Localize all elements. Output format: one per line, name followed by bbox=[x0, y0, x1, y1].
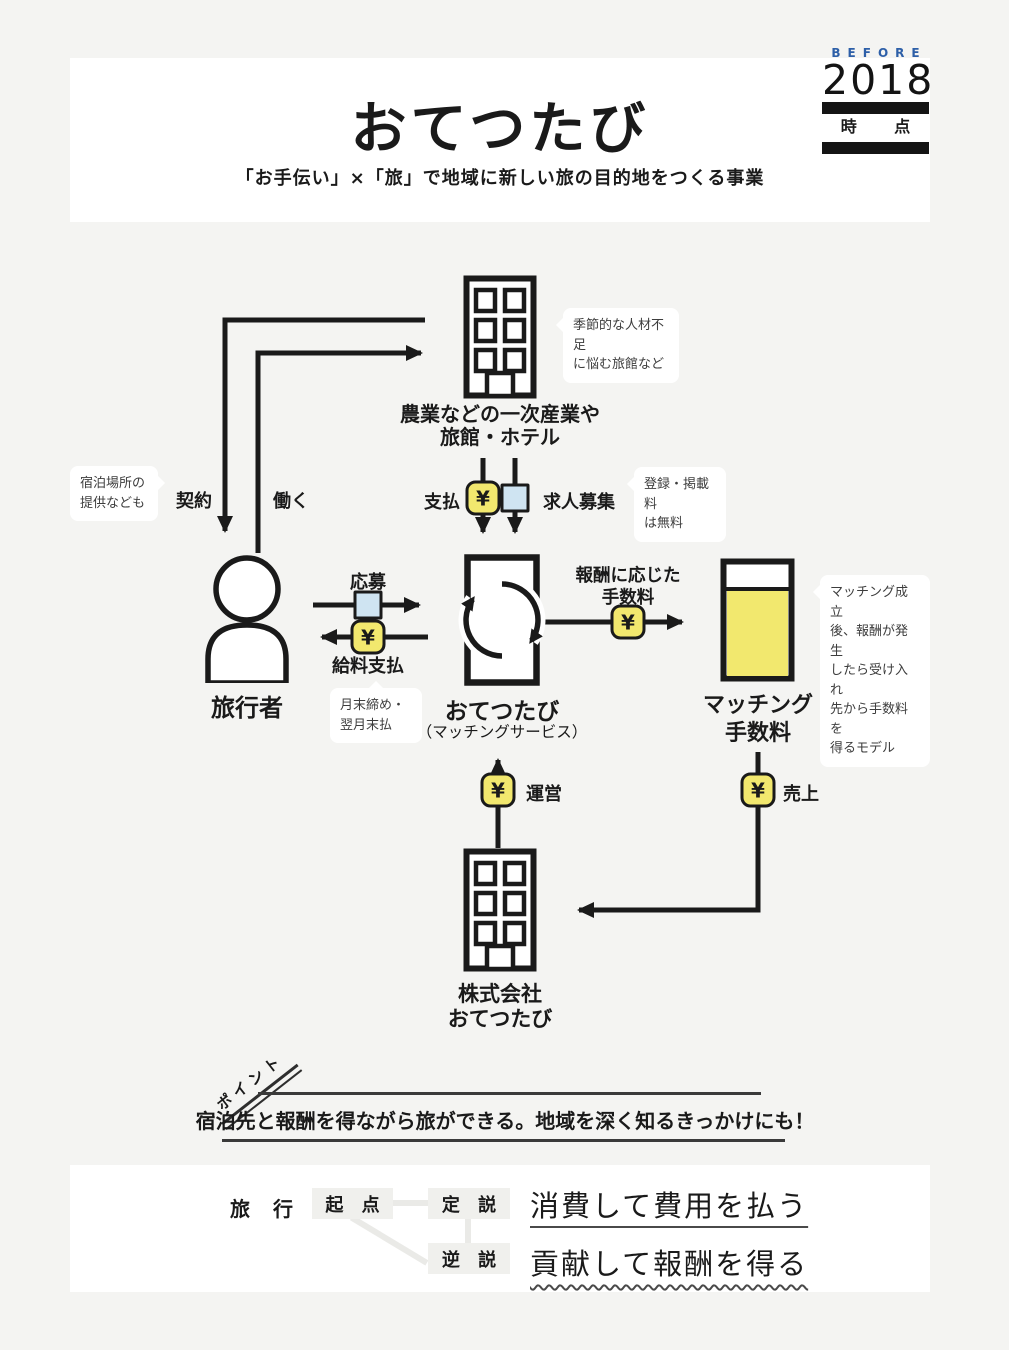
page-title: おてつたび bbox=[350, 97, 650, 162]
traveler-node-label: 旅行者 bbox=[211, 694, 283, 722]
point-rule-top bbox=[258, 1092, 761, 1095]
badge-year: 2018 bbox=[822, 56, 935, 104]
edge-label-operate: 運営 bbox=[526, 784, 562, 805]
callout-seasonal-shortage: 季節的な人材不足 に悩む旅館など bbox=[556, 308, 679, 383]
yen-badge-icon: ¥ bbox=[610, 604, 646, 640]
badge-bar bbox=[822, 142, 929, 154]
edge-label-apply: 応募 bbox=[350, 572, 386, 593]
badge-before-label: BEFORE bbox=[831, 46, 927, 60]
otetsutabi-cycle-icon bbox=[458, 554, 546, 686]
badge-period-label: 時 点 bbox=[840, 117, 927, 136]
industry-node-label: 農業などの一次産業や 旅館・ホテル bbox=[400, 402, 600, 449]
badge-bar bbox=[822, 102, 929, 114]
thesis-tag: 定 説 bbox=[428, 1188, 510, 1219]
antithesis-tag: 逆 説 bbox=[428, 1243, 510, 1274]
document-badge-icon bbox=[353, 590, 383, 620]
thesis-connector bbox=[390, 1200, 432, 1206]
edge-label-fee: 報酬に応じた 手数料 bbox=[575, 566, 681, 608]
point-rule-bottom bbox=[222, 1139, 785, 1142]
yen-badge-icon: ¥ bbox=[465, 480, 501, 516]
thesis-connector bbox=[349, 1215, 429, 1266]
callout-fee-model: マッチング成立 後、報酬が発生 したら受け入れ 先から手数料を 得るモデル bbox=[813, 575, 930, 767]
company-node-label: 株式会社 おてつたび bbox=[447, 982, 553, 1031]
thesis-text: 消費して費用を払う bbox=[530, 1189, 809, 1223]
callout-lodging-provided: 宿泊場所の 提供なども bbox=[70, 466, 165, 521]
otetsutabi-node-sublabel: （マッチングサービス） bbox=[416, 723, 588, 741]
yen-badge-icon: ¥ bbox=[350, 619, 386, 655]
edge-label-sales: 売上 bbox=[783, 784, 819, 805]
callout-month-end-payment: 月末締め・ 翌月末払 bbox=[330, 681, 422, 743]
fee-glass-icon bbox=[720, 558, 795, 682]
edge-label-recruit: 求人募集 bbox=[543, 492, 615, 513]
yen-badge-icon: ¥ bbox=[480, 772, 516, 808]
topic-label: 旅 行 bbox=[230, 1197, 301, 1221]
edge-label-pay: 支払 bbox=[424, 492, 460, 513]
header-panel bbox=[70, 58, 930, 222]
traveler-person-icon bbox=[205, 555, 289, 683]
fee-node-label: マッチング 手数料 bbox=[702, 693, 813, 746]
edge-label-work: 働く bbox=[273, 491, 309, 512]
before-2018-badge: BEFORE 2018 時 点 bbox=[822, 46, 935, 154]
edge-label-contract: 契約 bbox=[176, 491, 212, 512]
point-text: 宿泊先と報酬を得ながら旅ができる。地域を深く知るきっかけにも！ bbox=[195, 1109, 815, 1133]
thesis-panel: 旅 行 起 点 定 説 逆 説 消費して費用を払う 貢献して報酬を得る bbox=[70, 1165, 930, 1292]
thesis-connector bbox=[465, 1215, 471, 1247]
callout-free-registration: 登録・掲載料 は無料 bbox=[627, 467, 726, 542]
company-building-icon bbox=[463, 848, 537, 972]
industry-building-icon bbox=[463, 275, 537, 399]
page-subtitle: 「お手伝い」×「旅」で地域に新しい旅の目的地をつくる事業 bbox=[235, 168, 765, 189]
origin-tag: 起 点 bbox=[312, 1188, 393, 1219]
edge-label-salary: 給料支払 bbox=[332, 656, 404, 677]
otetsutabi-node-label: おてつたび bbox=[444, 699, 560, 725]
yen-badge-icon: ¥ bbox=[740, 772, 776, 808]
document-badge-icon bbox=[500, 483, 530, 513]
antithesis-text: 貢献して報酬を得る bbox=[530, 1247, 809, 1281]
